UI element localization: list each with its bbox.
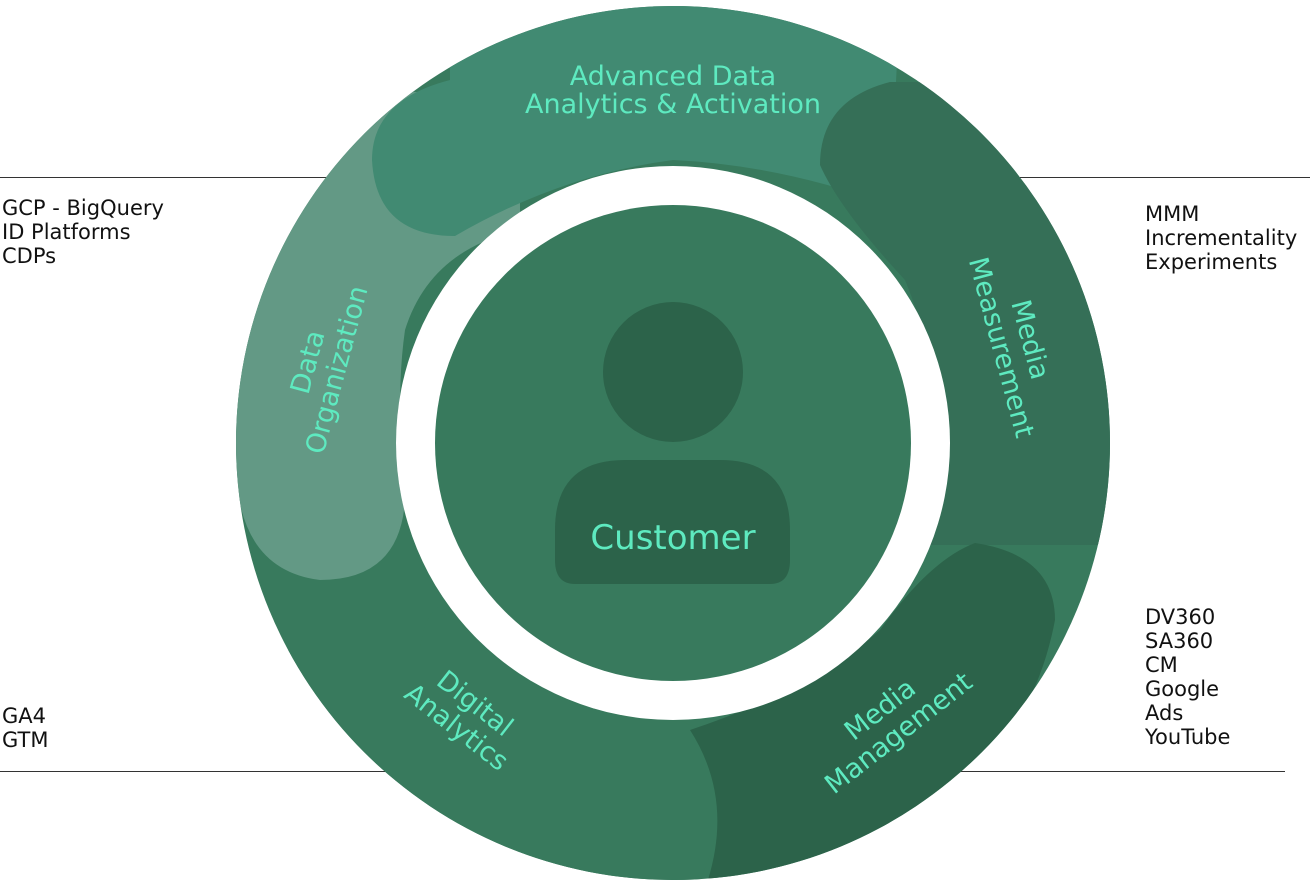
tool-item: Incrementality: [1145, 226, 1298, 250]
digital-analytics-tools: GA4 GTM: [2, 704, 48, 752]
person-head-icon: [603, 302, 743, 442]
advanced-data-label: Advanced Data Analytics & Activation: [525, 61, 821, 120]
segment-advanced-data: [372, 6, 900, 236]
tool-item: GCP - BigQuery: [2, 196, 164, 220]
tool-item: SA360: [1145, 629, 1214, 653]
customer-label: Customer: [590, 518, 755, 558]
tool-item: Google: [1145, 677, 1220, 701]
advanced-data-label-line1: Advanced Data: [570, 61, 776, 92]
tool-item: ID Platforms: [2, 220, 131, 244]
tool-item: Ads: [1145, 701, 1184, 725]
advanced-data-label-line2: Analytics & Activation: [525, 89, 821, 120]
tool-item: DV360: [1145, 605, 1216, 629]
segment-media-management: [690, 543, 1055, 880]
tool-item: Experiments: [1145, 250, 1278, 274]
customer-person-icon: [555, 302, 790, 584]
tool-item: GTM: [2, 728, 49, 752]
tool-item: CM: [1145, 653, 1178, 677]
person-body-icon: [555, 460, 790, 584]
tool-item: MMM: [1145, 202, 1200, 226]
data-organization-tools: GCP - BigQuery ID Platforms CDPs: [2, 196, 164, 268]
tool-item: CDPs: [2, 244, 57, 268]
media-measurement-tools: MMM Incrementality Experiments: [1145, 202, 1297, 274]
tool-item: GA4: [2, 704, 46, 728]
media-management-tools: DV360 SA360 CM Google Ads YouTube: [1145, 605, 1230, 749]
inner-circle: [435, 205, 911, 681]
tool-item: YouTube: [1145, 725, 1231, 749]
